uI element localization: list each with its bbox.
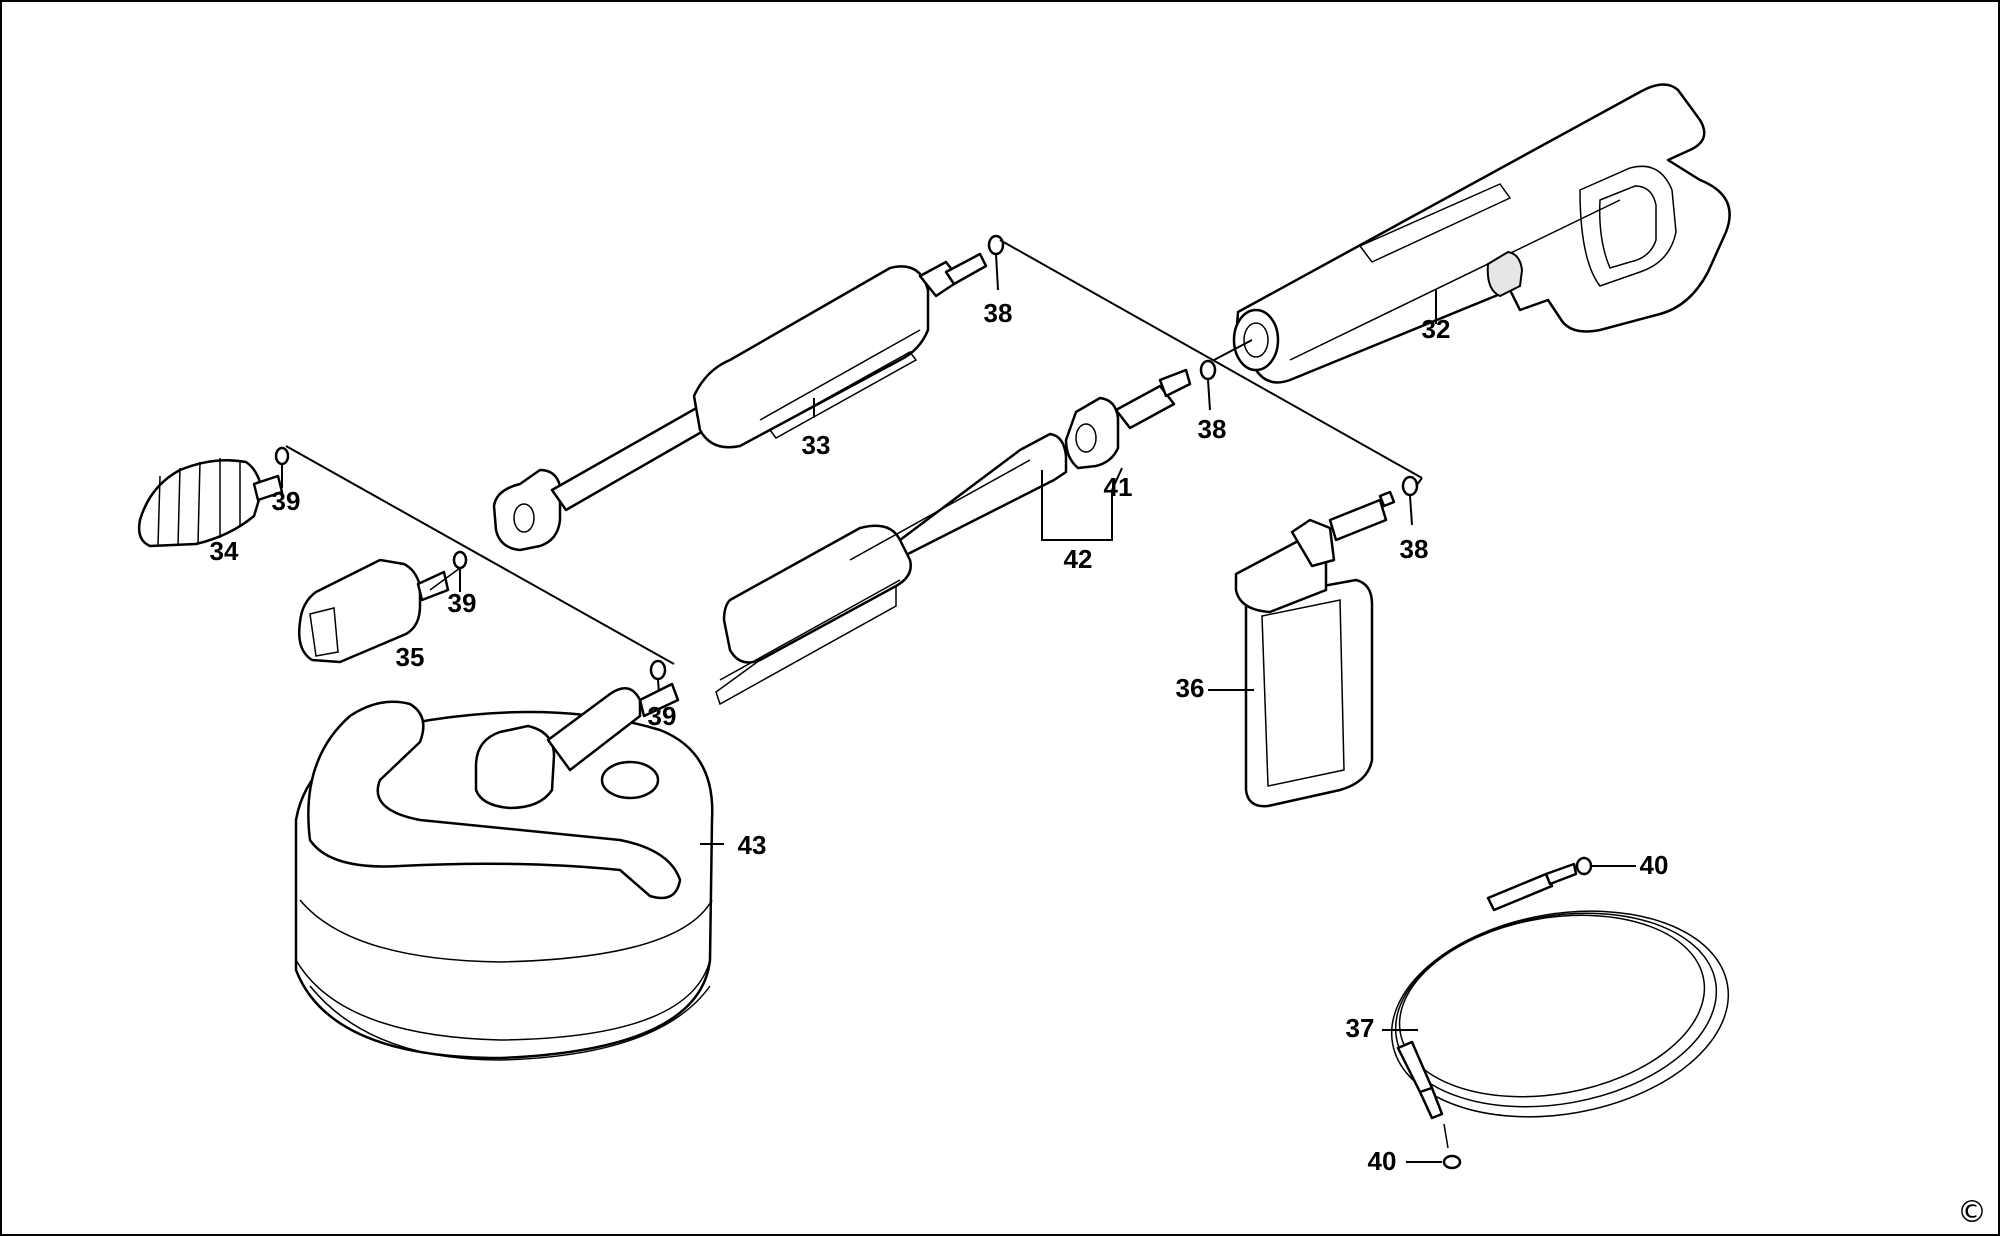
label-part-38-b: 38 (1198, 414, 1227, 444)
part-34-rotary-nozzle (137, 445, 675, 665)
label-part-38-a: 38 (984, 298, 1013, 328)
orings-38 (987, 234, 1423, 526)
label-part-37: 37 (1346, 1013, 1375, 1043)
label-part-39-a: 39 (272, 486, 301, 516)
label-part-36: 36 (1176, 673, 1205, 703)
label-part-34: 34 (210, 536, 239, 566)
part-41-adapter (1064, 368, 1192, 470)
label-part-38-c: 38 (1400, 534, 1429, 564)
leader-lines (700, 290, 1636, 1163)
label-part-33: 33 (802, 430, 831, 460)
copyright-mark: © (1957, 1195, 1987, 1230)
part-43-patio-cleaner (294, 682, 714, 1061)
part-42-wash-brush (715, 432, 1113, 706)
label-part-40-b: 40 (1368, 1146, 1397, 1176)
label-part-40-a: 40 (1640, 850, 1669, 880)
part-35-turbo-nozzle (298, 550, 468, 664)
part-36-detergent-bottle (1234, 490, 1396, 808)
part-37-hose (1390, 856, 1730, 1170)
part-33-lance (492, 252, 988, 552)
label-part-42: 42 (1064, 544, 1093, 574)
part-32-spray-gun (1232, 83, 1731, 384)
label-part-41: 41 (1104, 472, 1133, 502)
label-part-39-b: 39 (448, 588, 477, 618)
label-part-32: 32 (1422, 314, 1451, 344)
label-part-39-c: 39 (648, 701, 677, 731)
label-part-35: 35 (396, 642, 425, 672)
label-part-43: 43 (738, 830, 767, 860)
